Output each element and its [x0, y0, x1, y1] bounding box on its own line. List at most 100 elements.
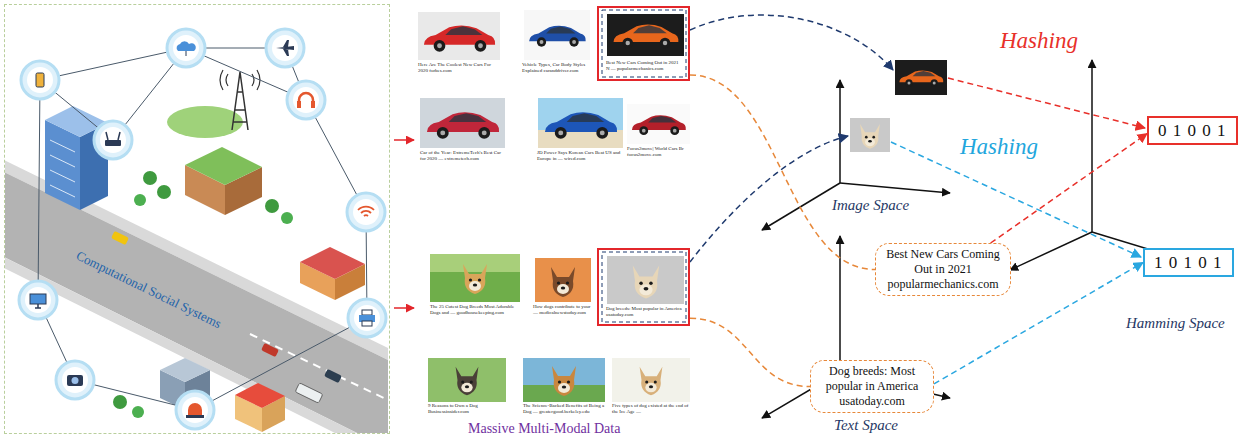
device-icons-part-part: [100, 127, 126, 153]
image-caption: How dogs contribute to your — medicalnew…: [533, 304, 595, 316]
space-thumbnails-part: [850, 118, 890, 152]
device-icons-part-part: [266, 29, 304, 67]
device-icons-part-part: [311, 101, 315, 108]
device-icons-part: [176, 391, 214, 429]
image-thumbnails-part: [612, 358, 690, 402]
device-icons-part-part: [354, 305, 380, 331]
text-feature-box: Dog breeds: Most popular in America usat…: [810, 360, 934, 413]
city-illustration-part-part: [50, 185, 75, 197]
city-illustration-part: [265, 199, 279, 213]
feed-arrows-part: [394, 139, 414, 141]
device-icons-part-part: [21, 61, 59, 99]
device-icons-part: [94, 121, 132, 159]
device-network: [38, 48, 367, 410]
city-illustration-part: [185, 147, 262, 185]
space-thumbnails-part: [895, 60, 947, 95]
city-illustration-part: [220, 70, 260, 90]
feature-axes-part: [1010, 232, 1092, 270]
device-icons-part-part: [106, 132, 120, 140]
device-icons-part-part: [67, 375, 83, 386]
device-icons-part-part: [188, 403, 202, 415]
feature-axes-part: [839, 80, 841, 183]
feature-axes-part: [762, 183, 840, 230]
device-icons-part-part: [62, 367, 88, 393]
device-icons-part-part: [176, 391, 214, 429]
image-caption: Five types of dog existed at the end of …: [612, 403, 692, 415]
device-icons-part-part: [297, 101, 301, 108]
device-icons-part-part: [272, 35, 298, 61]
city-illustration: [5, 70, 388, 433]
feature-axes-part: [839, 236, 841, 372]
image-caption: The 25 Cutest Dog Breeds Most Adorable D…: [430, 304, 522, 316]
image-thumbnails-part: [523, 358, 605, 402]
image-thumbnails-part: [538, 98, 623, 148]
selected-image-card: Best New Cars Coming Out in 2021 N — pop…: [597, 6, 690, 81]
device-icons-part-part: [186, 415, 204, 418]
box-text: 0 1 0 0 1: [1158, 120, 1227, 141]
feed-arrows-part: [394, 307, 414, 309]
city-illustration-part-part: [50, 170, 75, 182]
device-icons-part-part: [25, 287, 51, 313]
device-icons: [19, 29, 386, 429]
image-thumbnails-part: [427, 112, 499, 138]
mapping-lines-part: [690, 15, 893, 70]
device-icons-part-part: [287, 81, 325, 119]
image-thumbnails-part: [420, 98, 505, 148]
image-thumbnails-part: [463, 264, 487, 294]
image-caption: JD Power Says Korean Cars Beat US and Eu…: [537, 150, 625, 162]
city-illustration-part: [111, 231, 129, 245]
image-thumbnails: [418, 10, 690, 402]
device-icons-part-part: [105, 140, 121, 146]
device-icons-part-part: [182, 397, 208, 423]
device-icons-part-part: [362, 321, 372, 326]
mapping-lines-part: [891, 142, 1141, 257]
device-network-part: [195, 318, 367, 410]
device-icons-part-part: [72, 377, 79, 384]
image-thumbnails-part: [632, 115, 686, 135]
image-thumbnails-part: [602, 252, 686, 322]
city-illustration-part: [50, 140, 75, 197]
device-icons-part-part: [299, 93, 313, 104]
city-illustration-part: [167, 106, 243, 138]
feature-axes-part: [840, 183, 950, 193]
device-icons-part-part: [94, 121, 132, 159]
device-icons-part: [167, 29, 205, 67]
feed-arrows: [394, 140, 414, 308]
feature-axes-part: [1092, 232, 1230, 274]
image-thumbnails-part: [627, 104, 690, 144]
device-icons-part-part: [362, 310, 372, 315]
image-caption: Best New Cars Coming Out in 2021 N — pop…: [606, 60, 682, 72]
device-icons-part-part: [19, 281, 57, 319]
device-icons-part-part: [276, 40, 294, 56]
space-label: Image Space: [832, 196, 909, 214]
city-illustration-part: [160, 358, 210, 382]
city-illustration-part: [5, 257, 357, 433]
city-illustration-part: [261, 343, 279, 357]
image-caption: Vehicle Types, Car Body Styles Explained…: [522, 62, 594, 74]
device-icons-part-part: [177, 41, 196, 51]
city-illustration-part-part: [50, 155, 75, 167]
image-caption: Car of the Year: ExtremeTech's Best Car …: [420, 150, 506, 162]
image-caption: Here Are The Coolest New Cars For 2020 f…: [418, 62, 500, 74]
device-icons-part-part: [186, 51, 187, 56]
image-caption: Dog breeds: Most popular in America usat…: [606, 306, 682, 318]
city-illustration-part-part: [50, 140, 75, 152]
image-caption: The Science-Backed Benefits of Being a D…: [523, 403, 607, 415]
device-icons-part-part: [347, 193, 385, 231]
image-thumbnails-part: [430, 254, 520, 272]
city-illustration-part: [134, 194, 146, 206]
image-thumbnails-part: [529, 26, 586, 47]
image-thumbnails-part: [456, 367, 479, 396]
image-thumbnails-part: [430, 254, 520, 302]
device-icons-part-part: [173, 35, 199, 61]
image-thumbnails-part: [607, 256, 684, 304]
device-icons-part: [348, 299, 386, 337]
box-text: Best New Cars Coming Out in 2021 popular…: [884, 247, 1002, 292]
city-illustration-part: [235, 383, 285, 408]
image-thumbnails-part: [524, 10, 590, 60]
device-icons-part: [287, 81, 325, 119]
device-icons-part-part: [353, 199, 379, 225]
device-icons-part-part: [293, 87, 319, 113]
image-thumbnails-part: [640, 367, 663, 396]
